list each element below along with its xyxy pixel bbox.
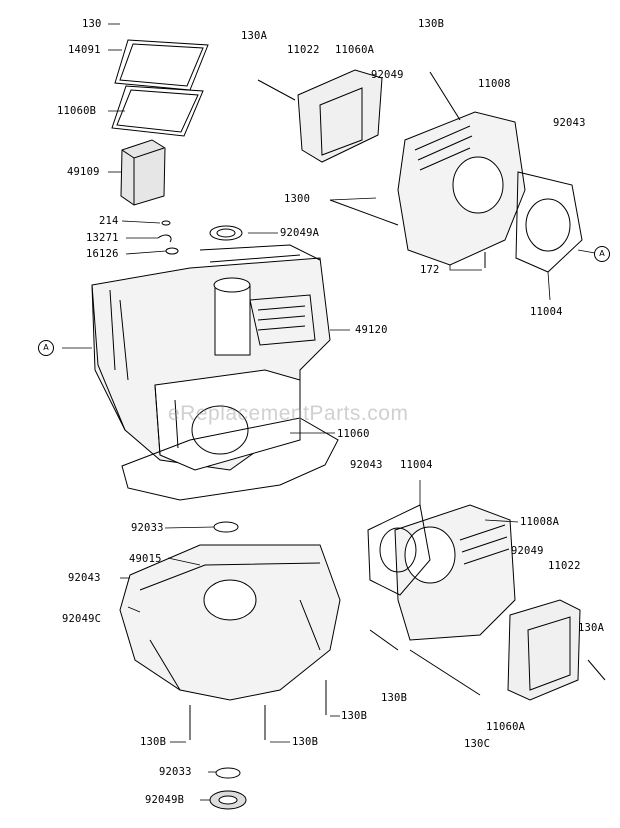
label-11008A: 11008A xyxy=(520,516,560,528)
label-11060: 11060 xyxy=(337,428,370,440)
valve-cover-11022-lower xyxy=(507,599,581,701)
oil-seal-92049B xyxy=(209,790,247,810)
label-92033-bot: 92033 xyxy=(159,766,192,778)
label-11004-mid: 11004 xyxy=(400,459,433,471)
air-filter-element xyxy=(120,139,166,206)
bolt-130B-mid xyxy=(369,629,399,651)
clip-13271 xyxy=(157,234,172,243)
label-92043-right: 92043 xyxy=(553,117,586,129)
bolt-130A-lower xyxy=(587,659,606,681)
pin-214 xyxy=(161,220,171,226)
label-130B-lowC: 130B xyxy=(292,736,319,748)
valve-cover-11022-upper xyxy=(297,69,383,163)
cylinder-gasket-11060 xyxy=(121,417,339,501)
label-130B-top: 130B xyxy=(418,18,445,30)
label-130B-lowB: 130B xyxy=(140,736,167,748)
label-49120: 49120 xyxy=(355,324,388,336)
label-130C: 130C xyxy=(464,738,491,750)
label-11004-right: 11004 xyxy=(530,306,563,318)
label-11022-top: 11022 xyxy=(287,44,320,56)
cover-gasket xyxy=(111,85,204,137)
label-130B-mid: 130B xyxy=(381,692,408,704)
label-11060A-low: 11060A xyxy=(486,721,526,733)
reference-circle-a-left: A xyxy=(38,340,54,356)
watermark: eReplacementParts.com xyxy=(168,402,409,425)
bolt-1300 xyxy=(329,199,399,226)
bolts-130B-lower xyxy=(189,680,327,740)
label-49109: 49109 xyxy=(67,166,100,178)
head-gasket-11004-upper xyxy=(515,171,583,273)
label-130A-low: 130A xyxy=(578,622,605,634)
label-92049C: 92049C xyxy=(62,613,102,625)
oil-seal-92049A xyxy=(209,225,243,241)
label-49015: 49015 xyxy=(129,553,162,565)
top-cover-plate xyxy=(114,39,209,91)
label-16126: 16126 xyxy=(86,248,119,260)
oring-92033-bot xyxy=(215,767,241,779)
washer-16126 xyxy=(165,247,179,255)
oring-92033-top xyxy=(213,521,239,533)
head-gasket-11004-lower xyxy=(367,504,431,596)
label-92049A: 92049A xyxy=(280,227,320,239)
crankcase-cover-49015 xyxy=(119,544,341,701)
bolt-130B-upper xyxy=(429,71,461,121)
label-11008: 11008 xyxy=(478,78,511,90)
label-130: 130 xyxy=(82,18,102,30)
label-92049B: 92049B xyxy=(145,794,185,806)
label-11060A-top: 11060A xyxy=(335,44,375,56)
cylinder-head-11008 xyxy=(397,111,526,266)
leader-lines xyxy=(62,23,596,801)
label-92049-top: 92049 xyxy=(371,69,404,81)
label-92033-top: 92033 xyxy=(131,522,164,534)
label-130A-top: 130A xyxy=(241,30,268,42)
label-172: 172 xyxy=(420,264,440,276)
bolt-130C xyxy=(409,649,481,696)
label-92049-low: 92049 xyxy=(511,545,544,557)
label-14091: 14091 xyxy=(68,44,101,56)
cylinder-head-11008A xyxy=(394,504,516,641)
label-11022-low: 11022 xyxy=(548,560,581,572)
label-214: 214 xyxy=(99,215,119,227)
label-130B-lowA: 130B xyxy=(341,710,368,722)
crankcase-block xyxy=(91,244,331,471)
bolt-130A-upper xyxy=(257,79,296,101)
label-11060B: 11060B xyxy=(57,105,97,117)
label-13271: 13271 xyxy=(86,232,119,244)
reference-circle-a-right: A xyxy=(594,246,610,262)
label-92043-left: 92043 xyxy=(68,572,101,584)
label-92043-mid: 92043 xyxy=(350,459,383,471)
label-1300: 1300 xyxy=(284,193,311,205)
